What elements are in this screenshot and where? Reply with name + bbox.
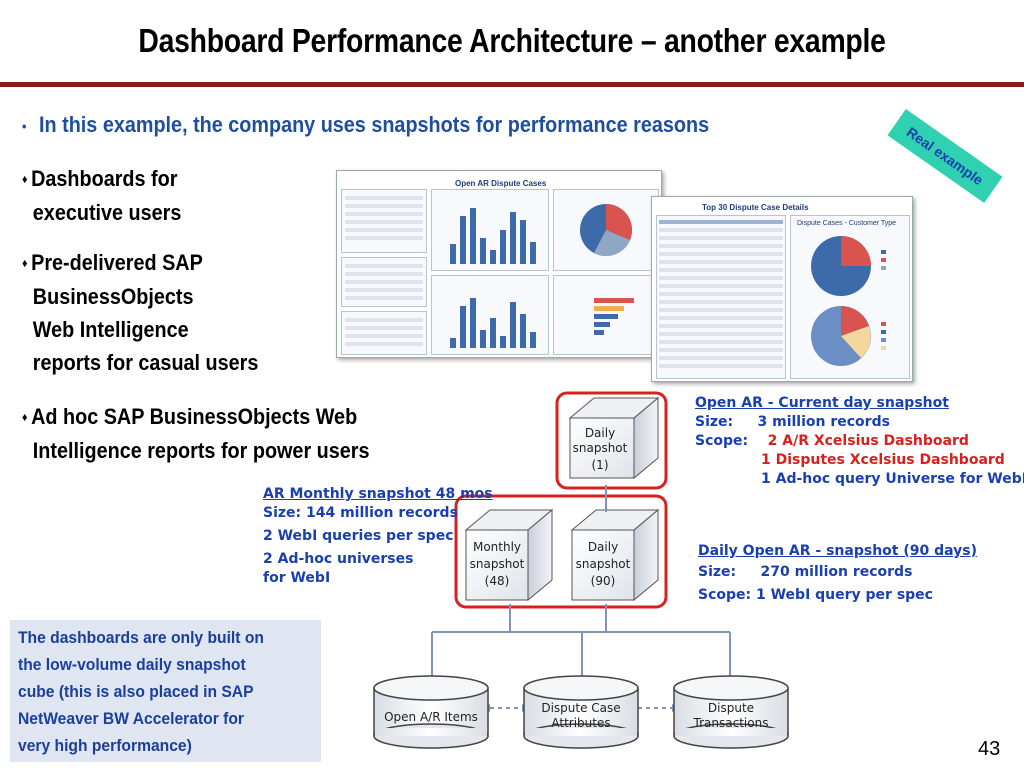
cube-label: (1) [592, 458, 609, 472]
open-ar-snapshot-info: Open AR - Current day snapshot Size: 3 m… [695, 394, 1024, 489]
cube-daily-1 [568, 396, 660, 480]
main-bullet-text: In this example, the company uses snapsh… [39, 112, 710, 137]
cube-label: snapshot [470, 557, 525, 571]
slide-title: Dashboard Performance Architecture – ano… [138, 22, 886, 59]
cube-label: (90) [591, 574, 616, 588]
highlight-frame-monthly-daily [454, 494, 668, 609]
diamond-bullet-icon: ♦ [22, 410, 28, 424]
summary-table [341, 189, 427, 253]
sub-bullet-adhoc: ♦Ad hoc SAP BusinessObjects Web Intellig… [22, 400, 369, 467]
cylinder-open-ar-items [373, 675, 489, 749]
main-bullet: • In this example, the company uses snaps… [22, 112, 709, 138]
monthly-snapshot-info: AR Monthly snapshot 48 mos Size: 144 mil… [263, 485, 493, 588]
horizontal-bar-panel [553, 275, 659, 355]
bar-chart-panel [431, 189, 549, 271]
pie-chart-panel [553, 189, 659, 271]
sub-bullet-line: Pre-delivered SAP [31, 250, 203, 275]
open-ar-size-label: Size: [695, 414, 734, 430]
status-table [341, 257, 427, 307]
pie-title: Dispute Cases - Customer Type [797, 220, 897, 227]
sub-bullet-line: Web Intelligence [32, 317, 189, 342]
monthly-universes: 2 Ad-hoc universes [263, 551, 414, 567]
sub-bullet-webi-casual: ♦Pre-delivered SAP BusinessObjects Web I… [22, 246, 258, 379]
pie-chart-icon [580, 204, 632, 256]
cube-daily-90 [570, 508, 660, 602]
open-ar-scope-label: Scope: [695, 433, 749, 449]
open-ar-size-value: 3 million records [757, 414, 890, 430]
daily-snapshot-info: Daily Open AR - snapshot (90 days) Size:… [698, 542, 977, 605]
screenshot-title: Open AR Dispute Cases [455, 179, 547, 188]
sub-bullet-line: reports for casual users [32, 350, 259, 375]
cylinder-dispute-case-attributes [523, 675, 639, 749]
cylinder-dispute-transactions [673, 675, 789, 749]
screenshot-title: Top 30 Dispute Case Details [702, 203, 809, 212]
monthly-universes-line2: for WebI [263, 570, 331, 586]
sub-bullet-line: Ad hoc SAP BusinessObjects Web [31, 404, 358, 429]
connector-lines [431, 485, 731, 709]
diamond-bullet-icon: ♦ [22, 172, 28, 186]
note-box: The dashboards are only built on the low… [10, 620, 321, 762]
diamond-bullet-icon: ♦ [22, 256, 28, 270]
cylinder-label: Attributes [551, 716, 610, 730]
cube-label: Monthly [473, 540, 521, 554]
monthly-heading: AR Monthly snapshot 48 mos [263, 486, 493, 502]
sub-bullet-dashboards: ♦Dashboards for executive users [22, 162, 181, 229]
real-example-stamp: Real example [887, 109, 1003, 203]
sub-bullet-line: BusinessObjects [32, 284, 194, 309]
sub-bullet-line: Dashboards for [31, 166, 178, 191]
highlight-frame-daily [555, 391, 668, 490]
cylinder-label: Dispute Case [541, 701, 620, 715]
cylinder-label: Transactions [693, 716, 769, 730]
bar-chart-panel [431, 275, 549, 355]
priority-table [341, 311, 427, 355]
daily-scope: Scope: 1 WebI query per spec [698, 587, 933, 603]
details-table [656, 215, 786, 379]
monthly-queries: 2 WebI queries per spec [263, 528, 454, 544]
note-line: the low-volume daily snapshot [18, 655, 246, 674]
pie-chart-icon [811, 236, 886, 366]
page-number: 43 [978, 738, 1001, 760]
daily-heading: Daily Open AR - snapshot (90 days) [698, 543, 978, 559]
cylinder-label: Open A/R Items [384, 710, 478, 724]
open-ar-heading: Open AR - Current day snapshot [695, 395, 949, 411]
monthly-size: Size: 144 million records [263, 505, 458, 521]
note-line: NetWeaver BW Accelerator for [18, 709, 244, 728]
customer-type-pie-panel: Dispute Cases - Customer Type [790, 215, 910, 379]
sub-bullet-line: Intelligence reports for power users [32, 438, 370, 463]
cube-label: snapshot [573, 441, 628, 455]
note-line: The dashboards are only built on [18, 628, 264, 647]
open-ar-scope-item: 2 A/R Xcelsius Dashboard [767, 433, 969, 449]
note-line: very high performance) [18, 736, 192, 755]
cube-monthly-48 [464, 508, 554, 602]
title-divider [0, 82, 1024, 87]
bullet-dot-icon: • [22, 118, 27, 135]
dashboard-screenshot-top30: Top 30 Dispute Case Details Dispute Case… [651, 196, 913, 382]
cube-label: snapshot [576, 557, 631, 571]
cube-label: (48) [485, 574, 510, 588]
note-line: cube (this is also placed in SAP [18, 682, 254, 701]
daily-size-label: Size: [698, 564, 737, 580]
dashboard-screenshot-open-ar: Open AR Dispute Cases [336, 170, 662, 358]
open-ar-scope-extra: 1 Ad-hoc query Universe for WebI [761, 471, 1024, 487]
cube-label: Daily [585, 426, 615, 440]
open-ar-scope-item: 1 Disputes Xcelsius Dashboard [761, 452, 1005, 468]
daily-size-value: 270 million records [760, 564, 913, 580]
sub-bullet-line: executive users [32, 200, 182, 225]
cylinder-label: Dispute [708, 701, 754, 715]
cube-label: Daily [588, 540, 618, 554]
